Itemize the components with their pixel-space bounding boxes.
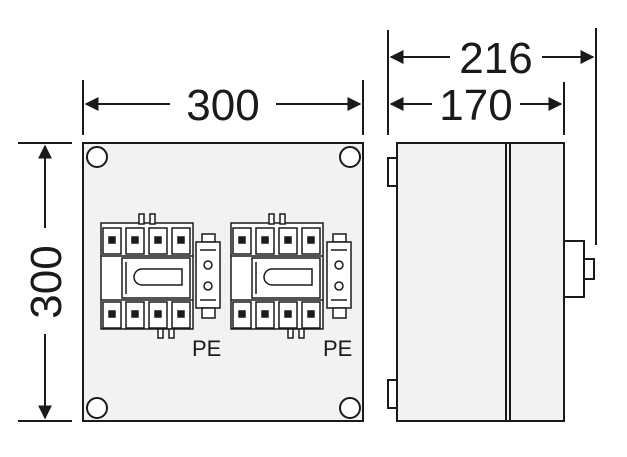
front-view: PE [82,142,364,422]
side-view [387,142,595,422]
side-depth-dimension [387,28,597,245]
enclosure-side-panel [396,142,565,422]
rotary-handle-body [563,240,585,298]
rotary-handle-knob [583,258,595,280]
side-depth-total-label: 216 [459,34,532,83]
front-height-dimension [18,142,72,422]
front-width-label: 300 [186,81,259,130]
front-height-label: 300 [22,245,71,318]
switch-disconnector-right [230,213,324,339]
corner-screw-top-left [86,146,108,168]
pe-label-left: PE [192,336,221,361]
front-width-dimension [82,80,364,135]
wall-mount-top [387,157,398,187]
side-depth-body-label: 170 [439,81,512,130]
pe-terminal-right [326,233,352,319]
corner-screw-bottom-right [339,397,361,419]
pe-label-right: PE [323,336,352,361]
corner-screw-top-right [339,146,361,168]
wall-mount-bottom [387,379,398,409]
pe-terminal-left [195,233,221,319]
corner-screw-bottom-left [86,397,108,419]
switch-disconnector-left [100,213,194,339]
